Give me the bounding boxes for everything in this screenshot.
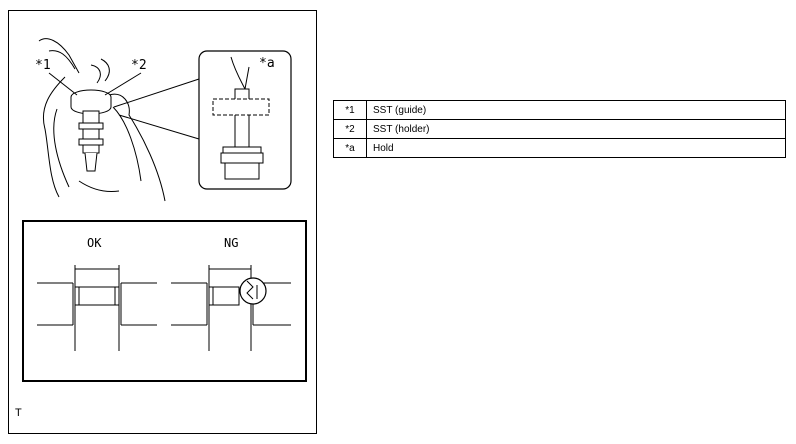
callout-sst-guide: *1 (35, 58, 51, 73)
table-row: *1 SST (guide) (333, 100, 786, 120)
detail-inset-drawing (212, 56, 270, 180)
illustration-frame: *1 *2 *a OK NG (8, 10, 317, 434)
legend-description-cell: SST (guide) (366, 100, 786, 120)
callout-hold: *a (259, 56, 275, 71)
illustration-drawing: *1 *2 *a OK NG (22, 38, 307, 382)
ng-cross-section-drawing (171, 265, 291, 351)
legend-description-cell: SST (holder) (366, 119, 786, 139)
sst-tool-drawing (70, 89, 112, 172)
ok-cross-section-drawing (37, 265, 157, 351)
legend-code-cell: *a (333, 138, 367, 158)
hands-holding-tool-drawing (38, 38, 166, 202)
ng-label: NG (224, 236, 238, 250)
callout-sst-holder: *2 (131, 58, 147, 73)
legend-code-cell: *2 (333, 119, 367, 139)
legend-description-cell: Hold (366, 138, 786, 158)
table-row: *a Hold (333, 138, 786, 158)
legend-table: *1 SST (guide) *2 SST (holder) *a Hold (333, 100, 786, 158)
ok-ng-comparison-box (22, 220, 307, 382)
legend-code-cell: *1 (333, 100, 367, 120)
illustration-code: T (15, 407, 22, 419)
ok-label: OK (87, 236, 102, 250)
table-row: *2 SST (holder) (333, 119, 786, 139)
